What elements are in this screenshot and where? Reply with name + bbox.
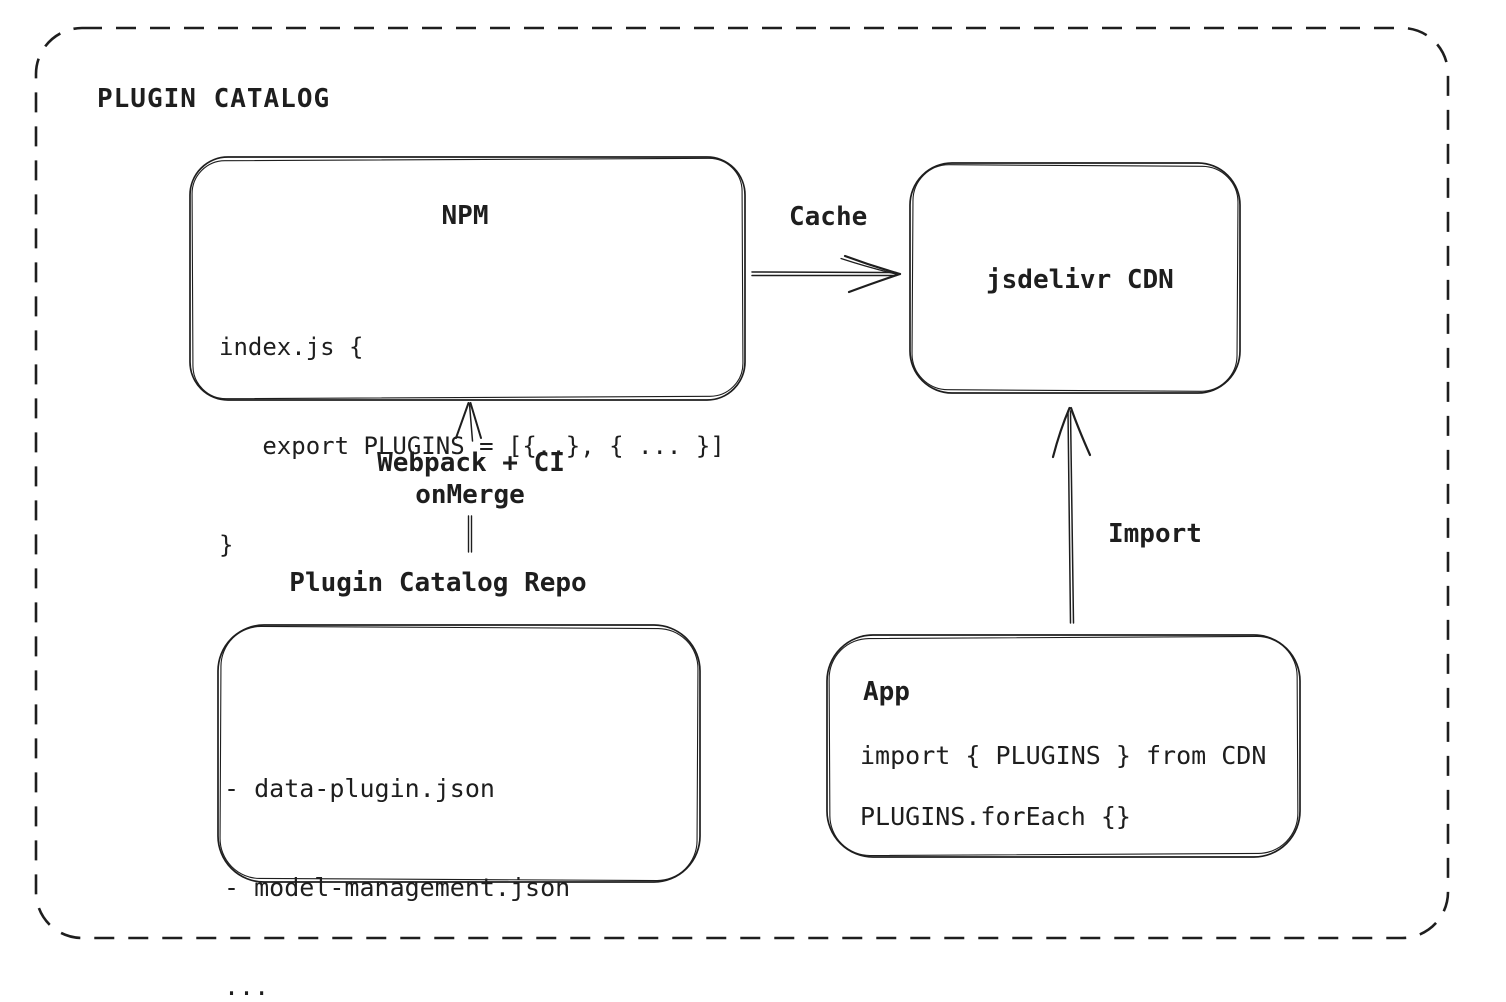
app-box-title: App (863, 677, 910, 707)
cache-arrow-label: Cache (789, 202, 868, 232)
cache-arrow (751, 254, 902, 294)
diagram-title: PLUGIN CATALOG (97, 84, 331, 114)
npm-code-line: export PLUGINS = [{..}, { ... }] (219, 432, 725, 460)
repo-file-list: - data-plugin.json - model-management.js… (224, 706, 570, 1002)
cdn-box (909, 162, 1241, 394)
app-box (826, 634, 1301, 858)
cdn-box-label: jsdelivr CDN (986, 265, 1174, 295)
repo-file-item: ... (224, 972, 270, 1001)
npm-box (189, 156, 746, 401)
build-arrow-label-line2: onMerge (415, 480, 525, 510)
repo-box (217, 624, 701, 883)
repo-box-label: Plugin Catalog Repo (289, 568, 587, 598)
repo-file-item: - data-plugin.json (224, 774, 495, 803)
npm-code-block: index.js { export PLUGINS = [{..}, { ...… (219, 265, 725, 628)
build-arrow-label-line1: Webpack + CI (377, 448, 565, 478)
app-code-line-import: import { PLUGINS } from CDN (860, 741, 1267, 770)
catalog-dashed-border (34, 26, 1450, 940)
npm-code-line: } (219, 531, 234, 559)
npm-box-title: NPM (441, 201, 489, 231)
import-arrow-label: Import (1108, 519, 1202, 549)
repo-file-item: - model-management.json (224, 873, 571, 902)
npm-code-line: index.js { (219, 333, 364, 361)
import-arrow (1051, 406, 1092, 624)
build-arrow (455, 402, 482, 553)
app-code-line-foreach: PLUGINS.forEach {} (860, 802, 1131, 831)
